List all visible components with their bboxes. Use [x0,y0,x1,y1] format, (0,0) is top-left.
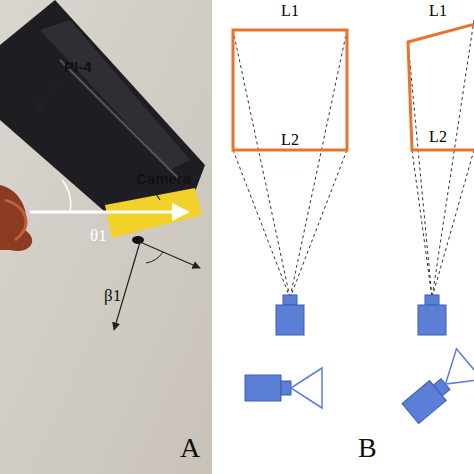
view-lines [233,20,474,298]
part-label: Camera [136,170,191,187]
angle-label: β1 [104,286,121,306]
view-frame: L1L2 [232,0,348,160]
device-panel [40,20,190,170]
line-label: L1 [281,2,299,20]
horizontal-arrow [30,211,188,214]
angle-arc [62,180,71,212]
wire [5,200,26,240]
angle-label: θ1 [90,226,107,246]
photo-background [0,0,212,474]
device-edge [60,60,180,180]
panel-letter: B [358,432,377,464]
device-body [0,0,205,225]
leader-line [36,78,62,112]
part-label: PI-4 [64,58,92,75]
line-label: L1 [429,2,447,20]
view-cone [291,368,322,408]
view-frame: L1L2 [400,0,474,160]
axis-arrow [140,242,200,268]
camera-icon [245,295,446,401]
panel-letter: A [180,432,200,464]
camera-icon [397,349,474,429]
angle-arc [146,252,163,263]
leader-line [152,188,160,200]
line-label: L2 [281,131,299,149]
line-label: L2 [429,128,447,146]
wire-bundle [0,185,32,251]
